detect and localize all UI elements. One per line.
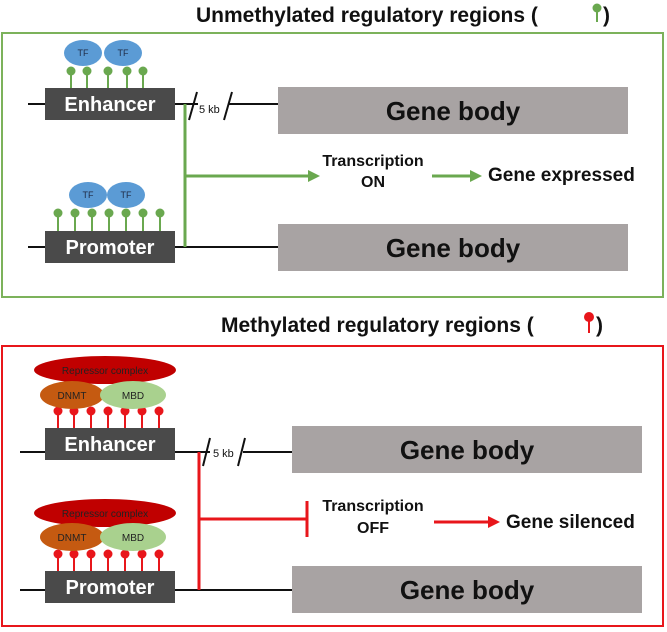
svg-text:Repressor complex: Repressor complex — [62, 366, 148, 377]
unmethylated-pin-icon — [592, 3, 602, 22]
bottom-outcome-arrow-head — [488, 516, 500, 528]
methylated-title-close: ) — [596, 314, 603, 337]
top-enhancer-tf-1: TF — [64, 40, 102, 66]
svg-text:TF: TF — [78, 48, 89, 58]
top-enhancer-label: Enhancer — [64, 94, 155, 116]
bottom-promoter-mbd: MBD — [100, 523, 166, 551]
bottom-transcription-label: Transcription — [322, 498, 423, 515]
bottom-promoter-methylated-cpgs — [53, 549, 164, 571]
svg-text:MBD: MBD — [122, 533, 144, 544]
top-outcome-label: Gene expressed — [488, 165, 635, 186]
top-outcome-arrow-head — [470, 170, 482, 182]
unmethylated-title-close: ) — [603, 4, 610, 27]
bottom-promoter-dnmt: DNMT — [40, 523, 104, 551]
bottom-enhancer-box — [45, 428, 175, 460]
bottom-promoter-label: Promoter — [66, 577, 155, 599]
bottom-enhancer-mbd: MBD — [100, 381, 166, 409]
top-transcription-label: Transcription — [322, 153, 423, 170]
top-promoter-tf-2: TF — [107, 182, 145, 208]
bottom-outcome-label: Gene silenced — [506, 512, 635, 533]
top-promoter-tf-1: TF — [69, 182, 107, 208]
bottom-enhancer-dnmt: DNMT — [40, 381, 104, 409]
svg-text:Repressor complex: Repressor complex — [62, 509, 148, 520]
unmethylated-title-text: Unmethylated regulatory regions ( — [196, 4, 538, 27]
svg-text:DNMT: DNMT — [58, 533, 87, 544]
top-enhancer-tf-2: TF — [104, 40, 142, 66]
bottom-gene-body-2 — [292, 566, 642, 613]
bottom-enhancer-label: Enhancer — [64, 434, 155, 456]
top-gene-body-1-label: Gene body — [386, 96, 521, 126]
bottom-gene-body-1 — [292, 426, 642, 473]
top-promoter-label: Promoter — [66, 237, 155, 259]
bottom-gene-body-2-label: Gene body — [400, 575, 535, 605]
svg-text:TF: TF — [121, 190, 132, 200]
top-distance-label: 5 kb — [199, 104, 220, 116]
bottom-promoter-box — [45, 571, 175, 603]
svg-text:DNMT: DNMT — [58, 391, 87, 402]
unmethylated-title: Unmethylated regulatory regions ( ) — [196, 3, 610, 27]
bottom-break-mark: 5 kb — [202, 437, 246, 467]
methylated-pin-icon — [584, 312, 594, 333]
top-transcription-arrow-head — [308, 170, 320, 182]
bottom-transcription-state: OFF — [357, 520, 389, 537]
bottom-promoter-repressor-complex: Repressor complex — [34, 499, 176, 527]
methylated-panel-border — [1, 345, 664, 627]
top-gene-body-1 — [278, 87, 628, 134]
bottom-enhancer-methylated-cpgs — [53, 406, 164, 428]
methylated-title-text: Methylated regulatory regions ( — [221, 314, 534, 337]
top-gene-body-2-label: Gene body — [386, 233, 521, 263]
bottom-gene-body-1-label: Gene body — [400, 435, 535, 465]
bottom-enhancer-repressor-complex: Repressor complex — [34, 356, 176, 384]
top-promoter-box — [45, 231, 175, 263]
svg-text:TF: TF — [118, 48, 129, 58]
bottom-distance-label: 5 kb — [213, 448, 234, 460]
svg-text:MBD: MBD — [122, 391, 144, 402]
top-break-mark: 5 kb — [188, 91, 233, 121]
top-promoter-unmethylated-cpgs — [53, 208, 165, 231]
top-activation-connector — [183, 104, 312, 247]
top-gene-body-2 — [278, 224, 628, 271]
top-enhancer-box — [45, 88, 175, 120]
svg-text:TF: TF — [83, 190, 94, 200]
unmethylated-panel-border — [1, 32, 664, 298]
bottom-repression-connector — [197, 452, 309, 590]
top-transcription-state: ON — [361, 174, 385, 191]
top-enhancer-unmethylated-cpgs — [66, 66, 148, 88]
methylated-title: Methylated regulatory regions ( ) — [221, 312, 603, 337]
